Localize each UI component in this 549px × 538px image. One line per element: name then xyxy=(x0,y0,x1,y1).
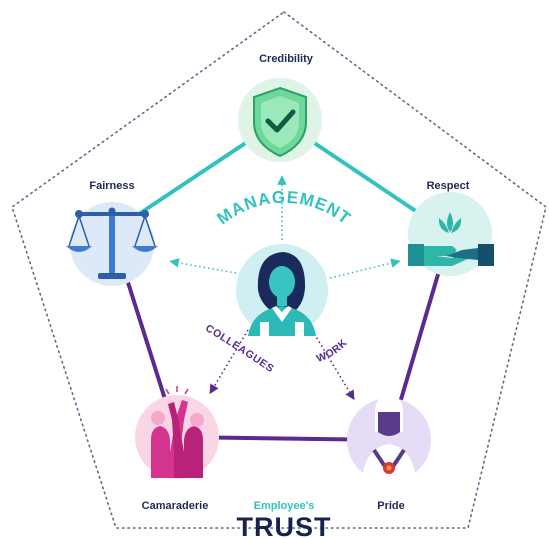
arrow-to-fairness xyxy=(169,258,237,274)
high-five-icon xyxy=(151,386,204,478)
outer-pentagon xyxy=(11,11,547,529)
node-camaraderie: Camaraderie xyxy=(135,386,219,512)
arrow-to-respect xyxy=(329,258,401,279)
node-credibility: Credibility xyxy=(238,53,322,162)
camaraderie-label: Camaraderie xyxy=(142,500,209,512)
node-fairness: Fairness xyxy=(66,180,158,286)
employees-subtitle: Employee's xyxy=(254,500,315,512)
node-respect: Respect xyxy=(408,180,494,276)
shield-check-icon xyxy=(253,86,307,158)
handshake-lotus-icon xyxy=(408,212,494,266)
trust-title: TRUST xyxy=(237,512,332,538)
credibility-label: Credibility xyxy=(259,53,314,65)
arrow-to-pride xyxy=(311,329,355,401)
fairness-label: Fairness xyxy=(89,180,134,192)
scales-icon xyxy=(66,207,158,279)
node-pride: Pride xyxy=(347,396,431,512)
work-label: WORK xyxy=(315,337,350,365)
center-employee xyxy=(236,244,328,336)
respect-label: Respect xyxy=(427,180,470,192)
employee-avatar-icon xyxy=(248,252,316,336)
pride-label: Pride xyxy=(377,500,405,512)
medal-person-icon xyxy=(362,396,416,482)
management-label: MANAGEMENT xyxy=(213,188,354,229)
